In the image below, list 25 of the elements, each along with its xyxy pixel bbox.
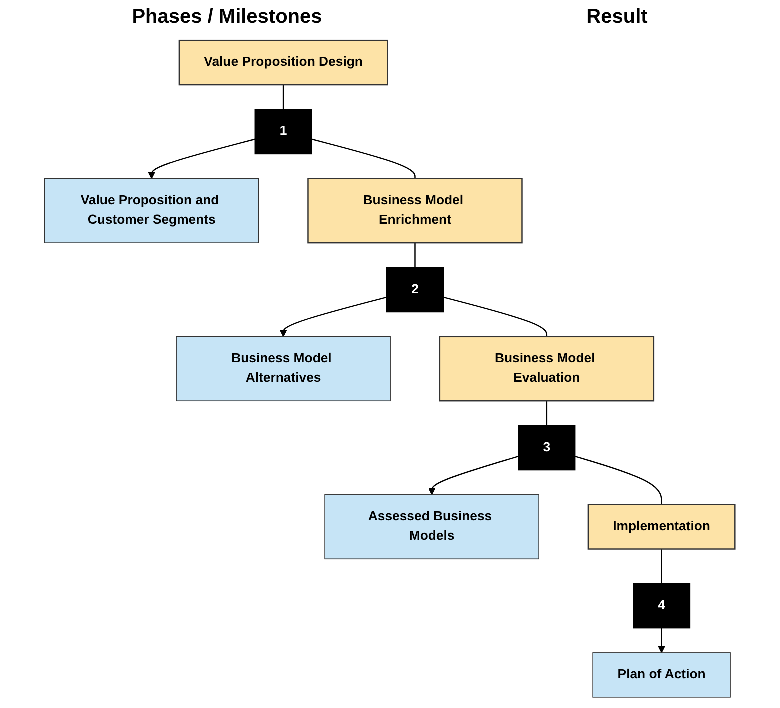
node-box: 3 bbox=[518, 425, 576, 471]
node-box: Value Proposition Design bbox=[178, 40, 388, 86]
node-box: 2 bbox=[386, 267, 444, 313]
connector bbox=[661, 549, 662, 584]
node-box: Implementation bbox=[588, 504, 736, 550]
node-box: Value Proposition and Customer Segments bbox=[44, 178, 260, 244]
connector bbox=[546, 401, 548, 426]
node-box: 1 bbox=[254, 109, 312, 155]
connector bbox=[443, 296, 548, 337]
arrow bbox=[280, 296, 388, 338]
column-heading: Phases / Milestones bbox=[132, 6, 322, 28]
node-box: Business Model Alternatives bbox=[176, 336, 391, 402]
node-box: Business Model Enrichment bbox=[308, 178, 523, 244]
arrow bbox=[658, 628, 666, 654]
node-box: Plan of Action bbox=[592, 652, 731, 698]
node-box: Assessed Business Models bbox=[324, 494, 540, 560]
node-box: 4 bbox=[633, 583, 691, 629]
node-box: Business Model Evaluation bbox=[439, 336, 655, 402]
arrow bbox=[428, 456, 519, 496]
column-heading: Result bbox=[586, 6, 648, 28]
connector bbox=[575, 456, 662, 505]
connector bbox=[414, 243, 416, 268]
connector bbox=[282, 85, 284, 110]
arrow bbox=[148, 138, 256, 180]
connector bbox=[312, 138, 416, 179]
